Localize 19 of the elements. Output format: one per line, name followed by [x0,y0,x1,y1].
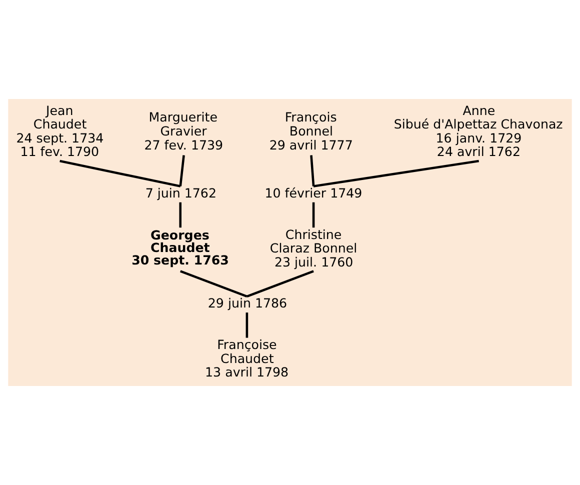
connector [312,202,315,228]
node-text: François Bonnel 29 avril 1777 [269,110,353,152]
node-text: Christine Claraz Bonnel 23 juil. 1760 [270,226,358,270]
node-text: Georges Chaudet 30 sept. 1763 [132,227,229,268]
connector [246,312,248,338]
node-text: 7 juin 1762 [145,186,216,200]
connector [179,202,182,228]
connector [246,270,314,298]
node-text: Françoise Chaudet 13 avril 1798 [205,337,289,380]
node-text: 10 février 1749 [264,186,362,200]
connector [310,155,315,186]
connector [180,270,248,298]
connector [313,160,480,188]
node-text: 29 juin 1786 [208,296,288,311]
connector [179,155,185,186]
node-text: Anne Sibué d'Alpettaz Chavonaz 16 janv. 1729 24 avril 1762 [394,102,563,160]
node-text: Marguerite Gravier 27 fev. 1739 [144,110,224,152]
node-text: Jean Chaudet 24 sept. 1734 11 fev. 1790 [16,102,104,160]
connector [60,160,181,188]
